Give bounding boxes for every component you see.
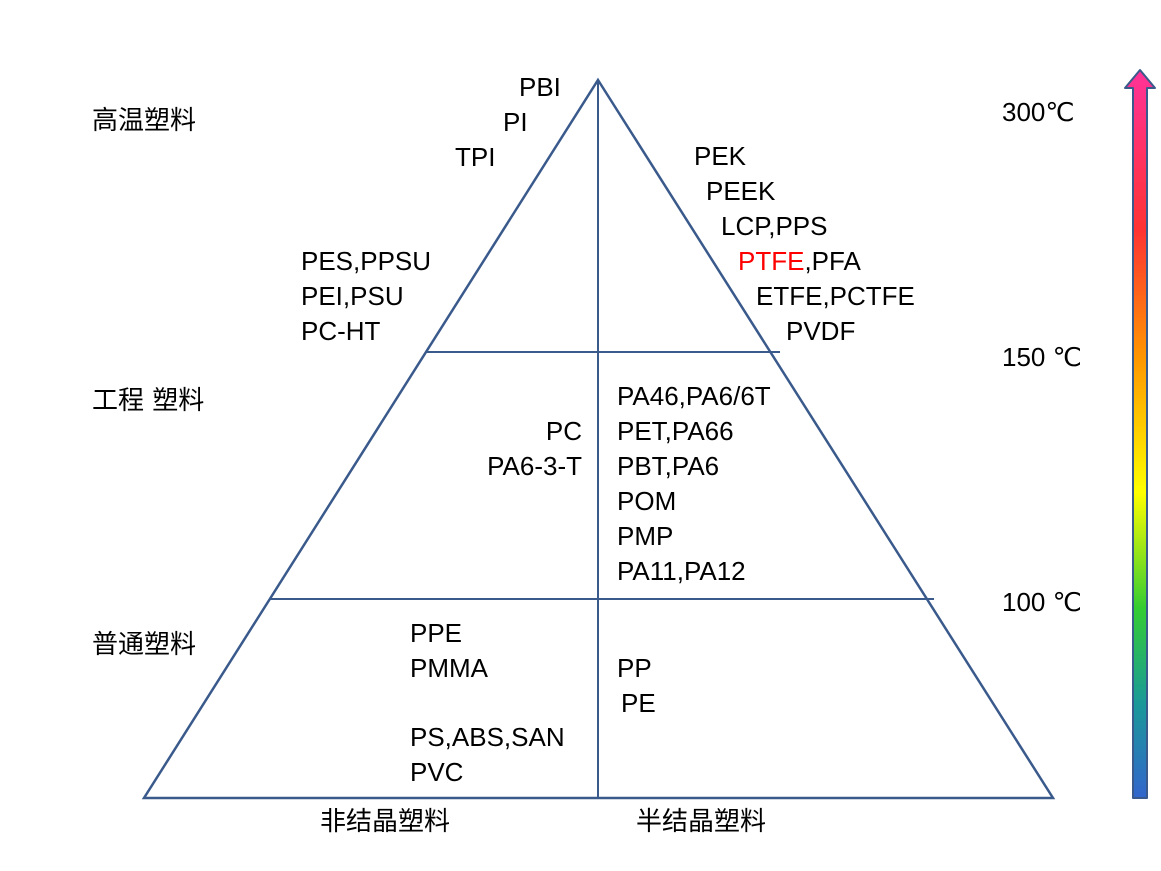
material-ptfe: PTFE	[738, 246, 805, 276]
material-lcp-pps: LCP,PPS	[721, 211, 828, 241]
temperature-gradient-arrow	[1124, 69, 1156, 799]
material-pet-pa66: PET,PA66	[617, 416, 734, 446]
material-ps-abs-san: PS,ABS,SAN	[410, 722, 565, 752]
material-pc: PC	[545, 416, 582, 446]
material-pes-ppsu: PES,PPSU	[301, 246, 432, 276]
material-pc-ht: PC-HT	[301, 316, 381, 346]
temp-label-150: 150 ℃	[1002, 342, 1082, 372]
material-pbi: PBI	[519, 72, 561, 102]
material-pvdf: PVDF	[786, 316, 856, 346]
temp-label-300: 300℃	[1002, 97, 1075, 127]
material-peek: PEEK	[706, 176, 776, 206]
material-pmma: PMMA	[410, 653, 488, 683]
material-pvc: PVC	[410, 757, 464, 787]
column-label-amorphous: 非结晶塑料	[320, 807, 451, 837]
material-pp: PP	[617, 653, 652, 683]
material-ptfe-pfa: PTFE,PFA	[738, 248, 861, 274]
material-pe: PE	[621, 688, 656, 718]
tier-label-commodity: 普通塑料	[92, 630, 197, 660]
material-pfa: ,PFA	[804, 246, 861, 276]
material-pei-psu: PEI,PSU	[301, 281, 404, 311]
material-pek: PEK	[694, 141, 747, 171]
temp-label-100: 100 ℃	[1002, 587, 1082, 617]
column-label-semicrystalline: 半结晶塑料	[636, 807, 767, 837]
material-pbt-pa6: PBT,PA6	[617, 451, 720, 481]
material-pmp: PMP	[617, 521, 674, 551]
tier-label-engineering: 工程 塑料	[92, 386, 205, 416]
material-pa46-pa6-6t: PA46,PA6/6T	[617, 381, 771, 411]
material-pa6-3-t: PA6-3-T	[487, 451, 582, 481]
material-etfe-pctfe: ETFE,PCTFE	[756, 281, 915, 311]
material-pom: POM	[617, 486, 677, 516]
tier-label-high-temp: 高温塑料	[92, 106, 197, 136]
material-tpi: TPI	[455, 142, 496, 172]
material-ppe: PPE	[410, 618, 463, 648]
material-pi: PI	[503, 107, 528, 137]
material-pa11-pa12: PA11,PA12	[617, 556, 746, 586]
